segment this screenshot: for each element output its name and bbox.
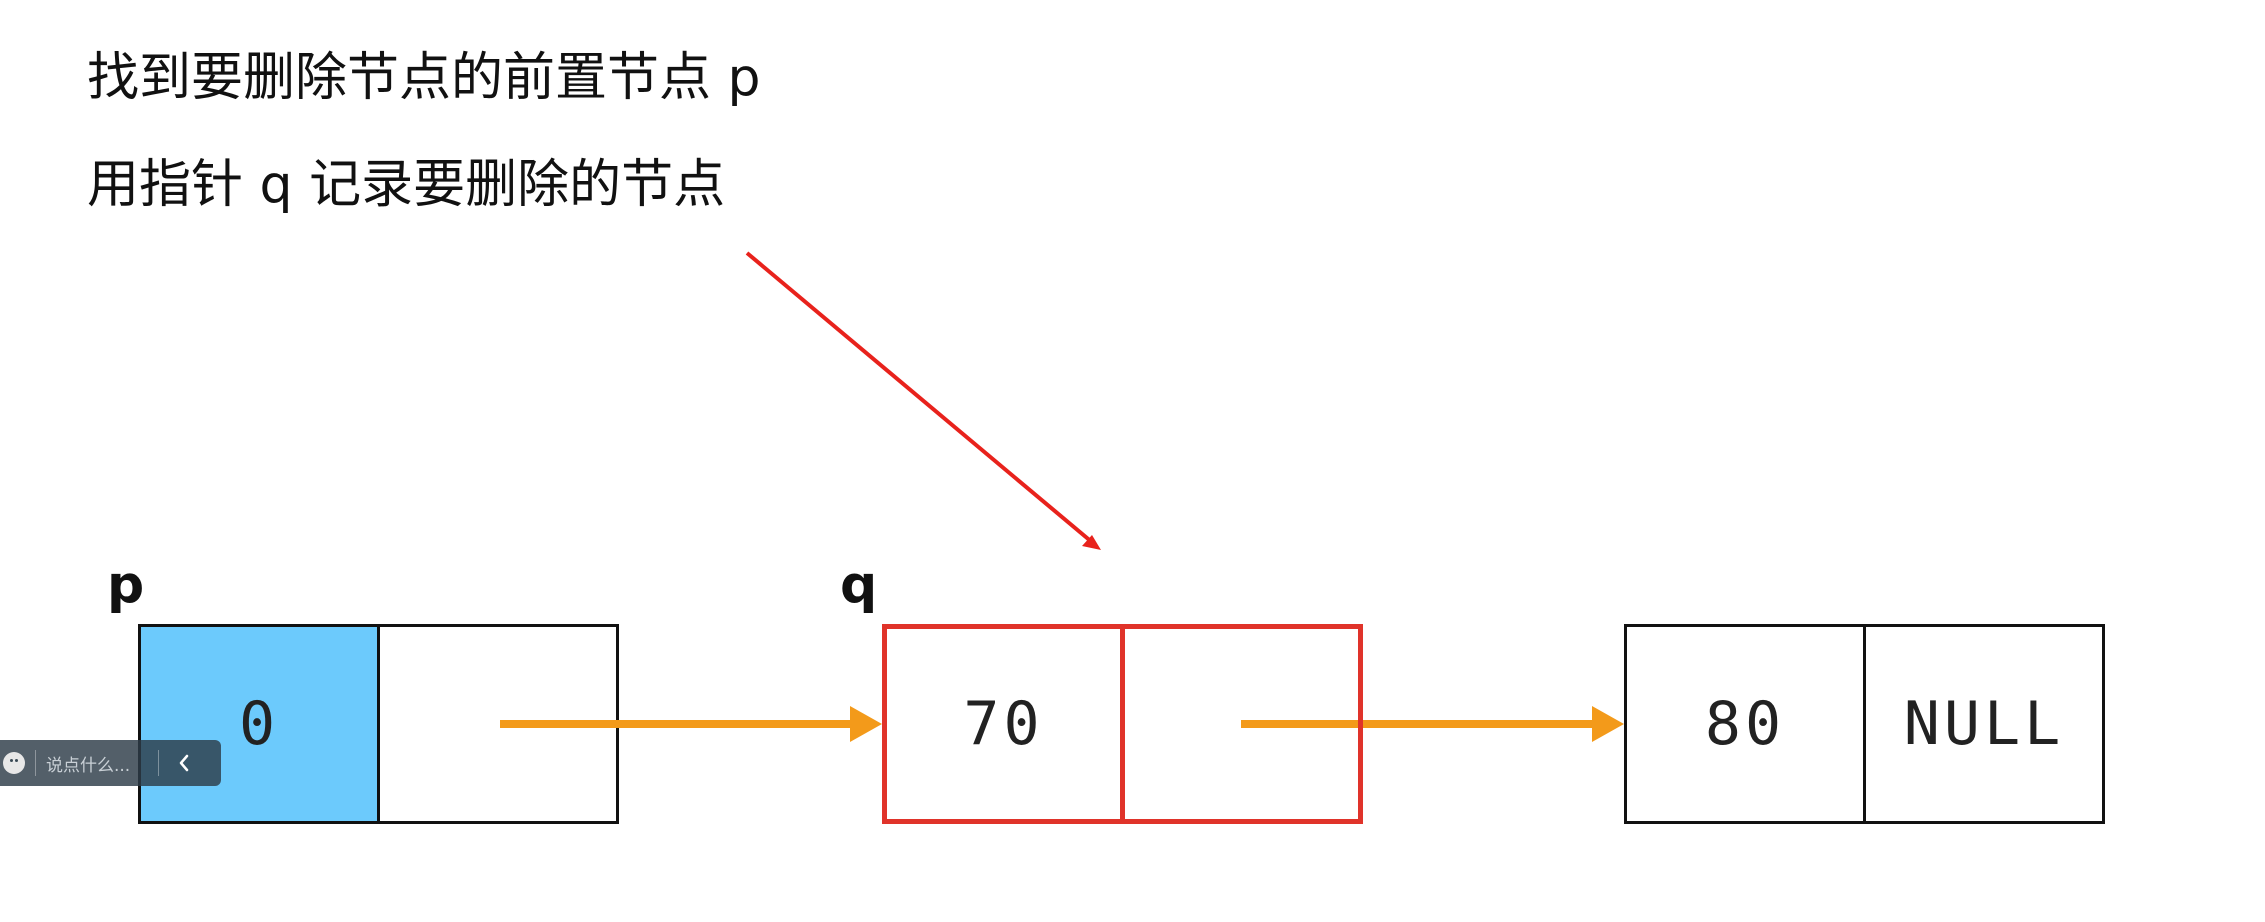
comment-bar[interactable]: 说点什么...: [0, 740, 221, 786]
link-arrow-p-to-q: [500, 706, 882, 742]
node-data-cell: 70: [882, 624, 1125, 824]
annotation-arrow: [745, 251, 1101, 550]
caption-line-1: 找到要删除节点的前置节点 p: [87, 48, 761, 108]
node-data-cell: 80: [1624, 624, 1866, 824]
node-next-cell: NULL: [1863, 624, 2105, 824]
node-next-cell: [1120, 624, 1363, 824]
pointer-label-p: p: [107, 555, 145, 615]
divider: [158, 750, 159, 776]
divider: [35, 750, 36, 776]
link-arrow-q-to-tail: [1241, 706, 1624, 742]
chevron-left-icon[interactable]: [175, 751, 193, 775]
caption-line-2: 用指针 q 记录要删除的节点: [87, 155, 726, 215]
pointer-label-q: q: [840, 555, 878, 615]
node-data-cell: 0: [138, 624, 380, 824]
smiley-icon[interactable]: [3, 752, 25, 774]
comment-input[interactable]: 说点什么...: [46, 755, 131, 776]
